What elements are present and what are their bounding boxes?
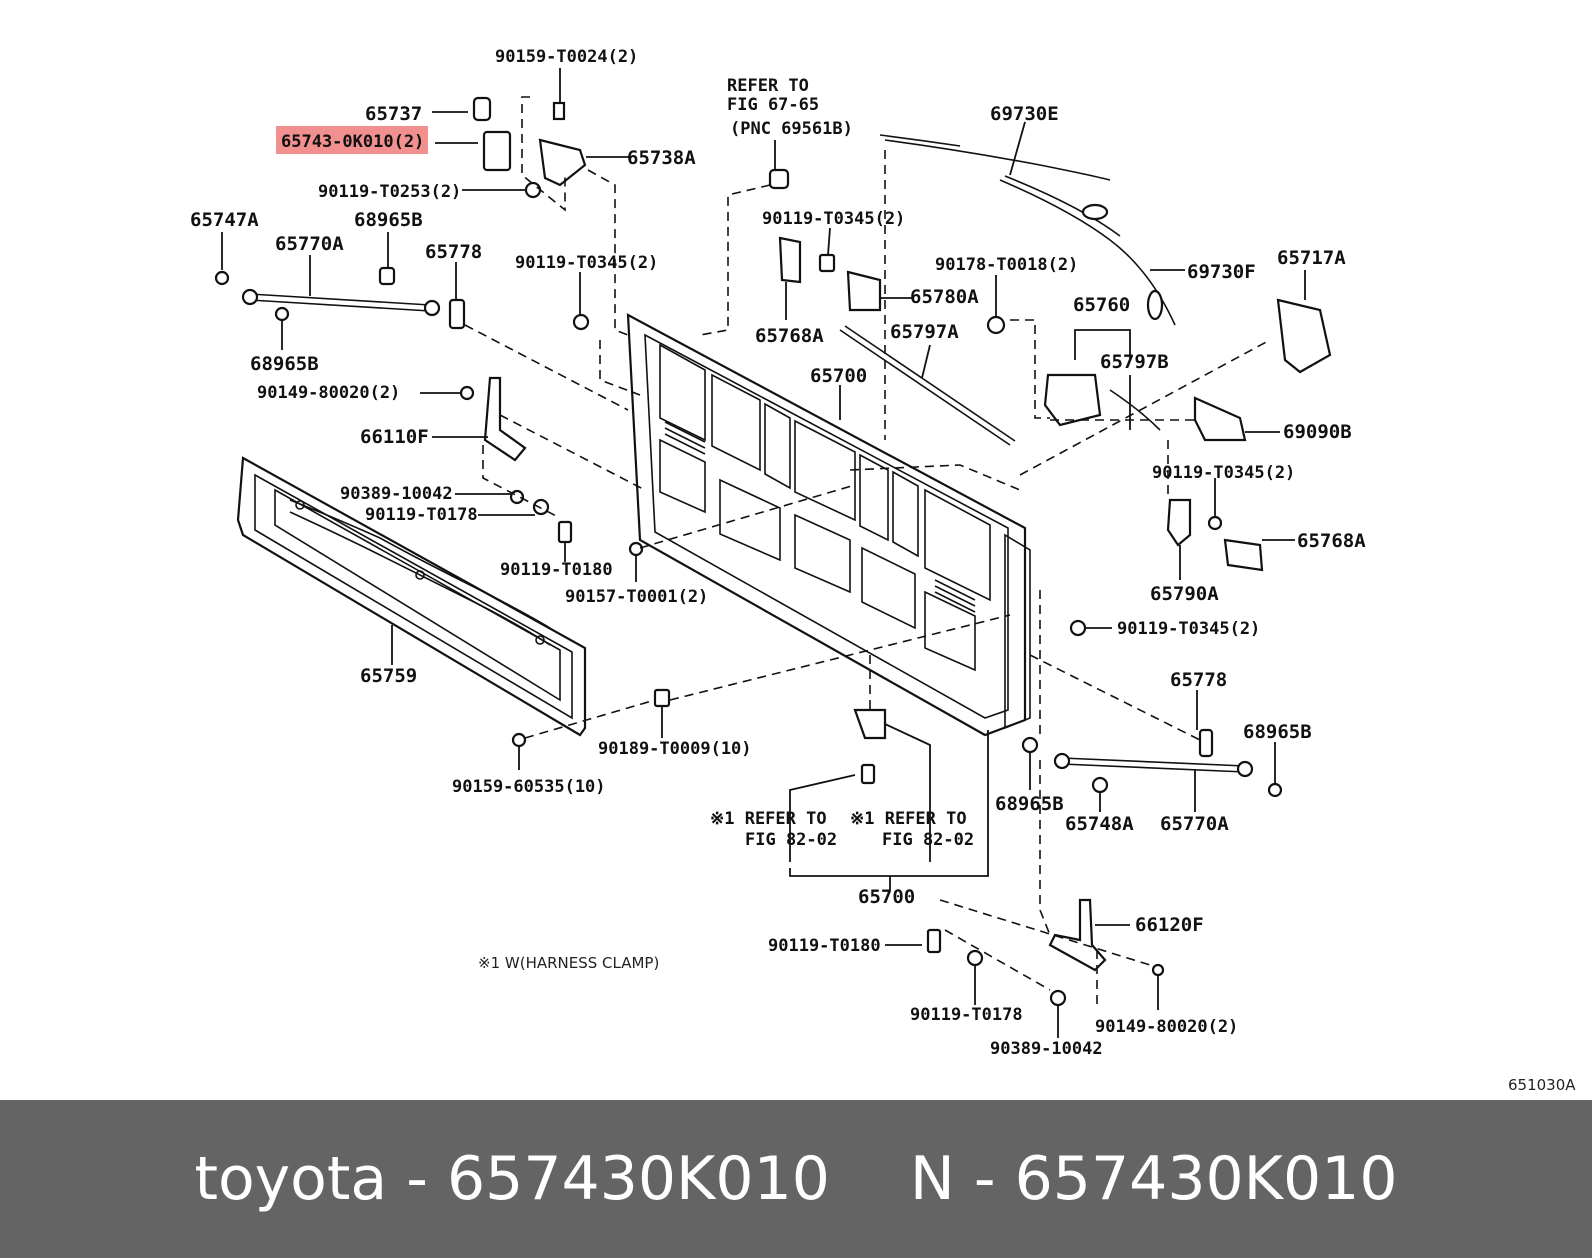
label-90389-10042-left: 90389-10042 <box>340 484 453 504</box>
label-refer-line1: REFER TO <box>727 76 809 96</box>
cables-and-rods <box>241 134 1254 778</box>
label-ref2-line2: FIG 82-02 <box>882 830 974 850</box>
footer-separator-2: - <box>973 1144 996 1214</box>
label-90119-T0180-left: 90119-T0180 <box>500 560 613 580</box>
label-65743-0K010[interactable]: 65743-0K010(2) <box>281 132 424 152</box>
label-90119-T0178-right: 90119-T0178 <box>910 1005 1023 1025</box>
label-68965B-left: 68965B <box>250 353 319 375</box>
label-68965B-top: 68965B <box>354 209 423 231</box>
footer-separator: - <box>406 1144 428 1214</box>
label-65768A-left: 65768A <box>755 325 824 347</box>
label-68965B-mid: 68965B <box>995 793 1064 815</box>
label-66120F: 66120F <box>1135 914 1204 936</box>
label-refer-line2: FIG 67-65 <box>727 95 819 115</box>
label-65738A: 65738A <box>627 147 696 169</box>
label-69090B: 69090B <box>1283 421 1352 443</box>
parts-diagram: 90159-T0024(2) 65737 65743-0K010(2) 6573… <box>190 47 1576 1094</box>
label-90159-60535: 90159-60535(10) <box>452 777 606 797</box>
label-ref1-line2: FIG 82-02 <box>745 830 837 850</box>
figure-code: 651030A <box>1508 1076 1576 1094</box>
footer-part-number: 657430K010 <box>447 1144 830 1214</box>
label-90159-T0024: 90159-T0024(2) <box>495 47 638 67</box>
highlight-box <box>276 126 428 154</box>
label-69730E: 69730E <box>990 103 1059 125</box>
footer-title: toyota - 657430K010 N - 657430K010 <box>0 1100 1592 1258</box>
small-parts <box>214 96 1332 1007</box>
label-65797B: 65797B <box>1100 351 1169 373</box>
label-65717A: 65717A <box>1277 247 1346 269</box>
label-65770A-left: 65770A <box>275 233 344 255</box>
label-69730F: 69730F <box>1187 261 1256 283</box>
inner-cover-panel <box>236 456 587 737</box>
label-65700-top: 65700 <box>810 365 867 387</box>
label-90389-10042-right: 90389-10042 <box>990 1039 1103 1059</box>
label-90149-80020-left: 90149-80020(2) <box>257 383 400 403</box>
label-90119-T0345-b: 90119-T0345(2) <box>515 253 658 273</box>
label-65747A: 65747A <box>190 209 259 231</box>
label-90119-T0345-a: 90119-T0345(2) <box>762 209 905 229</box>
label-65768A-right: 65768A <box>1297 530 1366 552</box>
label-65737: 65737 <box>365 103 422 125</box>
label-65700-bottom: 65700 <box>858 886 915 908</box>
label-65797A: 65797A <box>890 321 959 343</box>
label-90119-T0178-left: 90119-T0178 <box>365 505 478 525</box>
label-90157-T0001: 90157-T0001(2) <box>565 587 708 607</box>
label-90189-T0009: 90189-T0009(10) <box>598 739 752 759</box>
footer-brand: toyota <box>194 1144 388 1214</box>
label-65780A: 65780A <box>910 286 979 308</box>
label-68965B-right: 68965B <box>1243 721 1312 743</box>
label-66110F: 66110F <box>360 426 429 448</box>
label-90119-T0345-c: 90119-T0345(2) <box>1152 463 1295 483</box>
label-90149-80020-right: 90149-80020(2) <box>1095 1017 1238 1037</box>
label-refer-line3: (PNC 69561B) <box>730 119 853 139</box>
label-90119-T0180-right: 90119-T0180 <box>768 936 881 956</box>
label-90178-T0018: 90178-T0018(2) <box>935 255 1078 275</box>
label-ref1-line1: ※1 REFER TO <box>710 809 827 829</box>
tailgate-panel <box>626 313 1031 737</box>
harness-clamp-note-text: ※1 W(HARNESS CLAMP) <box>478 954 659 972</box>
label-90119-T0345-d: 90119-T0345(2) <box>1117 619 1260 639</box>
label-ref2-line1: ※1 REFER TO <box>850 809 967 829</box>
label-65778-right: 65778 <box>1170 669 1227 691</box>
callout-labels: 90159-T0024(2) 65737 65743-0K010(2) 6573… <box>190 47 1576 1094</box>
label-65790A: 65790A <box>1150 583 1219 605</box>
label-90119-T0253: 90119-T0253(2) <box>318 182 461 202</box>
label-65770A-right: 65770A <box>1160 813 1229 835</box>
label-65778-left: 65778 <box>425 241 482 263</box>
label-65760: 65760 <box>1073 294 1130 316</box>
leader-lines <box>221 68 1306 1038</box>
label-65759: 65759 <box>360 665 417 687</box>
footer-prefix: N <box>909 1144 955 1214</box>
footer-banner: toyota - 657430K010 N - 657430K010 <box>0 1100 1592 1258</box>
footer-part-number-2: 657430K010 <box>1014 1144 1398 1214</box>
label-65748A: 65748A <box>1065 813 1134 835</box>
